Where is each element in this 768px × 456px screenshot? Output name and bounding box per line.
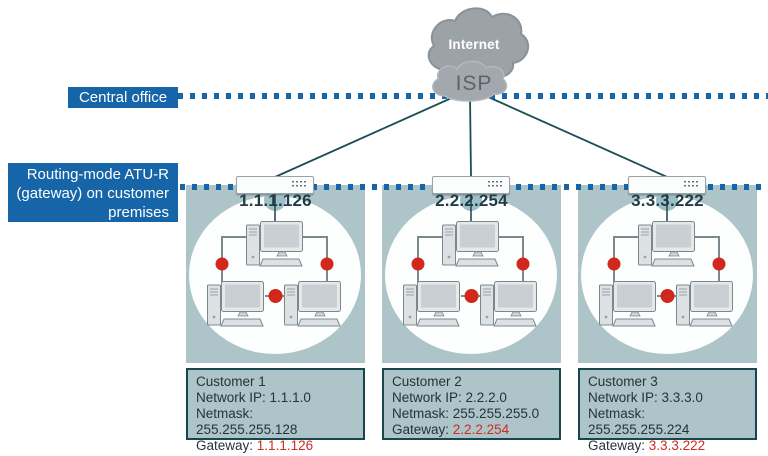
- internet-cloud-icon: Internet ISP: [418, 4, 530, 104]
- netmask-row: Netmask: 255.255.255.0: [392, 406, 551, 422]
- netmask-value: 255.255.255.224: [588, 422, 690, 437]
- gateway-row: Gateway: 3.3.3.222: [588, 438, 747, 454]
- computer-icon: [284, 281, 341, 327]
- customer-name: Customer 3: [588, 374, 658, 389]
- customer-3-lan-box: 3.3.3.222: [578, 176, 757, 363]
- network-ip-value: 2.2.2.0: [465, 390, 507, 405]
- network-ip-row: Network IP: 3.3.3.0: [588, 390, 747, 406]
- netmask-label: Netmask:: [196, 406, 254, 421]
- connection-node: [268, 289, 283, 303]
- network-ip-value: 3.3.3.0: [661, 390, 703, 405]
- gateway-row: Gateway: 2.2.2.254: [392, 422, 551, 438]
- network-ip-value: 1.1.1.0: [269, 390, 311, 405]
- computer-icon: [246, 221, 303, 267]
- customer-name: Customer 1: [196, 374, 266, 389]
- connection-node: [516, 257, 530, 271]
- computer-icon: [676, 281, 733, 327]
- connection-node: [607, 257, 621, 271]
- gateway-ip-label: 3.3.3.222: [631, 191, 704, 210]
- customer-1-section: 1.1.1.126 Customer 1 Network IP: 1.1.1.0…: [186, 176, 365, 453]
- customer-1-info-box: Customer 1 Network IP: 1.1.1.0 Netmask: …: [186, 368, 365, 453]
- isp-label: ISP: [455, 72, 493, 95]
- gateway-label: Gateway:: [196, 438, 254, 453]
- customer-3-info-box: Customer 3 Network IP: 3.3.3.0 Netmask: …: [578, 368, 757, 453]
- customer-2-lan-box: 2.2.2.254: [382, 176, 561, 363]
- customer-name: Customer 2: [392, 374, 462, 389]
- gateway-ip-label: 1.1.1.126: [239, 191, 312, 210]
- customer-1-lan-diagram: [189, 185, 361, 354]
- computer-icon: [442, 221, 499, 267]
- internet-label: Internet: [448, 37, 500, 52]
- connection-node: [320, 257, 334, 271]
- connection-node: [411, 257, 425, 271]
- customer-premises-label: Routing-mode ATU-R (gateway) on customer…: [8, 163, 178, 222]
- gateway-value: 1.1.1.126: [256, 438, 314, 453]
- computer-icon: [599, 281, 656, 327]
- modem-vents-icon: [292, 181, 307, 187]
- connection-node: [712, 257, 726, 271]
- netmask-label: Netmask:: [392, 406, 450, 421]
- customer-3-section: 3.3.3.222 Customer 3 Network IP: 3.3.3.0…: [578, 176, 757, 453]
- netmask-row: Netmask: 255.255.255.224: [588, 406, 747, 438]
- netmask-value: 255.255.255.128: [196, 422, 298, 437]
- netmask-row: Netmask: 255.255.255.128: [196, 406, 355, 438]
- computer-icon: [403, 281, 460, 327]
- netmask-value: 255.255.255.0: [452, 406, 540, 421]
- customer-3-lan-diagram: [581, 185, 753, 354]
- modem-vents-icon: [488, 181, 503, 187]
- connection-node: [660, 289, 675, 303]
- customer-2-info-box: Customer 2 Network IP: 2.2.2.0 Netmask: …: [382, 368, 561, 440]
- gateway-ip-label: 2.2.2.254: [435, 191, 508, 210]
- gateway-value: 3.3.3.222: [648, 438, 706, 453]
- customer-2-section: 2.2.2.254 Customer 2 Network IP: 2.2.2.0…: [382, 176, 561, 440]
- gateway-row: Gateway: 1.1.1.126: [196, 438, 355, 454]
- network-ip-row: Network IP: 1.1.1.0: [196, 390, 355, 406]
- netmask-label: Netmask:: [588, 406, 646, 421]
- customer-2-lan-diagram: [385, 185, 557, 354]
- gateway-label: Gateway:: [392, 422, 450, 437]
- customer-1-lan-box: 1.1.1.126: [186, 176, 365, 363]
- computer-icon: [638, 221, 695, 267]
- network-ip-label: Network IP:: [588, 390, 658, 405]
- connection-node: [464, 289, 479, 303]
- computer-icon: [480, 281, 537, 327]
- network-ip-label: Network IP:: [196, 390, 266, 405]
- connection-node: [215, 257, 229, 271]
- gateway-value: 2.2.2.254: [452, 422, 510, 437]
- gateway-label: Gateway:: [588, 438, 646, 453]
- computer-icon: [207, 281, 264, 327]
- central-office-label: Central office: [68, 87, 178, 108]
- network-ip-row: Network IP: 2.2.2.0: [392, 390, 551, 406]
- modem-vents-icon: [684, 181, 699, 187]
- network-ip-label: Network IP:: [392, 390, 462, 405]
